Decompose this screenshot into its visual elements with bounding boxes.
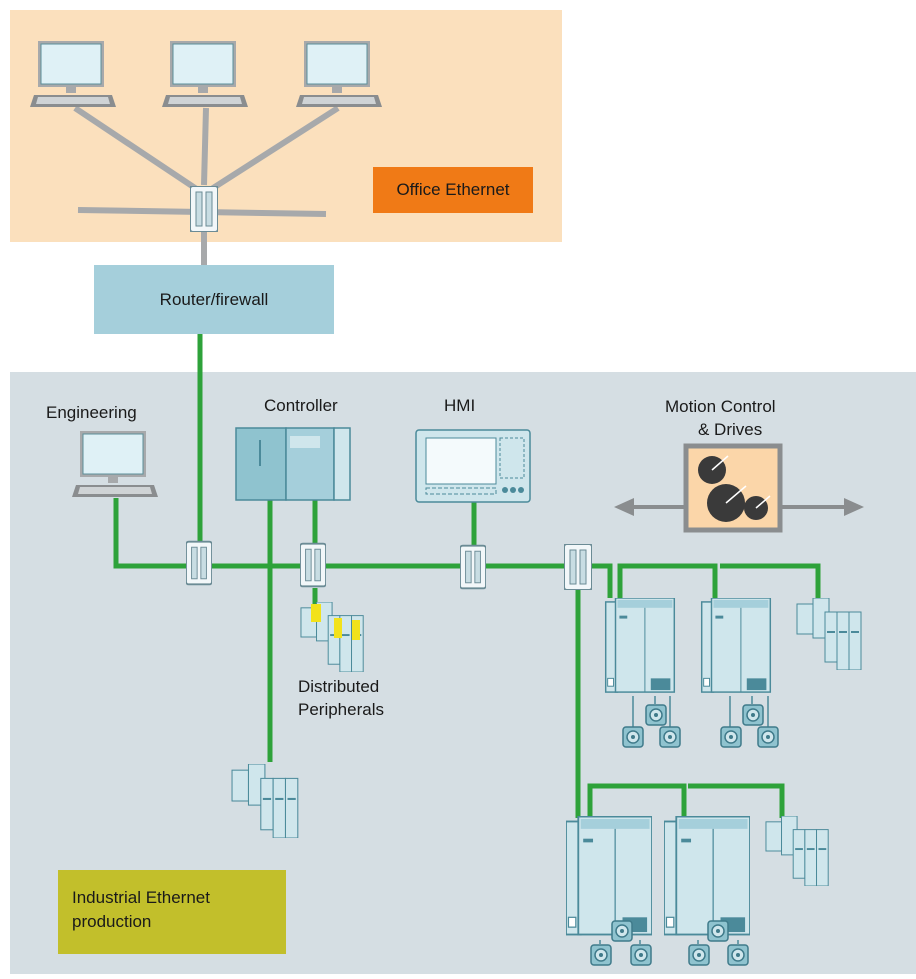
router-label: Router/firewall <box>159 290 269 309</box>
office-pc-1-icon <box>30 40 116 108</box>
io-module-lower-icon <box>230 764 299 838</box>
motion-control-icon <box>614 443 864 533</box>
hmi-icon <box>415 429 531 503</box>
switch-4-icon <box>564 544 592 590</box>
motor-6-icon <box>757 726 779 748</box>
motor-2-icon <box>645 704 667 726</box>
motor-cables-upper <box>632 696 769 728</box>
office-pc-2-icon <box>162 40 248 108</box>
controller-label: Controller <box>264 396 338 415</box>
industrial-ethernet-label: Industrial Ethernet production <box>58 870 286 954</box>
office-switch-icon <box>190 186 218 232</box>
distributed-label: Distributed <box>298 677 380 696</box>
office-pc-3-icon <box>296 40 382 108</box>
motion-control-label: Motion Control <box>665 397 776 416</box>
io-module-right-top-icon <box>796 598 863 670</box>
motor-3-icon <box>659 726 681 748</box>
switch-1-icon <box>186 540 212 586</box>
switch-3-icon <box>460 544 486 590</box>
hmi-label: HMI <box>444 396 476 415</box>
office-ethernet-label: Office Ethernet <box>373 167 533 213</box>
motor-1-icon <box>622 726 644 748</box>
router-box <box>94 265 334 334</box>
drive-3-icon <box>566 816 652 936</box>
drive-4-icon <box>664 816 750 936</box>
controller-icon <box>235 427 351 501</box>
drive-1-icon <box>604 598 676 693</box>
motor-7-icon <box>590 944 612 966</box>
motor-11-icon <box>707 920 729 942</box>
engineering-label: Engineering <box>46 403 137 422</box>
motor-12-icon <box>727 944 749 966</box>
peripherals-label: Peripherals <box>298 700 384 719</box>
motor-9-icon <box>630 944 652 966</box>
io-module-right-bottom-icon <box>764 816 830 886</box>
distributed-peripherals-icon <box>299 602 365 672</box>
industrial-ethernet-line1: Industrial Ethernet <box>72 888 210 907</box>
motor-10-icon <box>688 944 710 966</box>
office-ethernet-text: Office Ethernet <box>396 180 510 199</box>
drives-label: & Drives <box>698 420 763 439</box>
motor-8-icon <box>611 920 633 942</box>
motor-5-icon <box>742 704 764 726</box>
industrial-ethernet-line2: production <box>72 912 152 931</box>
industrial-cabling <box>113 334 821 818</box>
motor-4-icon <box>720 726 742 748</box>
drive-2-icon <box>700 598 772 693</box>
switch-2-icon <box>300 542 326 588</box>
engineering-pc-icon <box>72 430 158 498</box>
